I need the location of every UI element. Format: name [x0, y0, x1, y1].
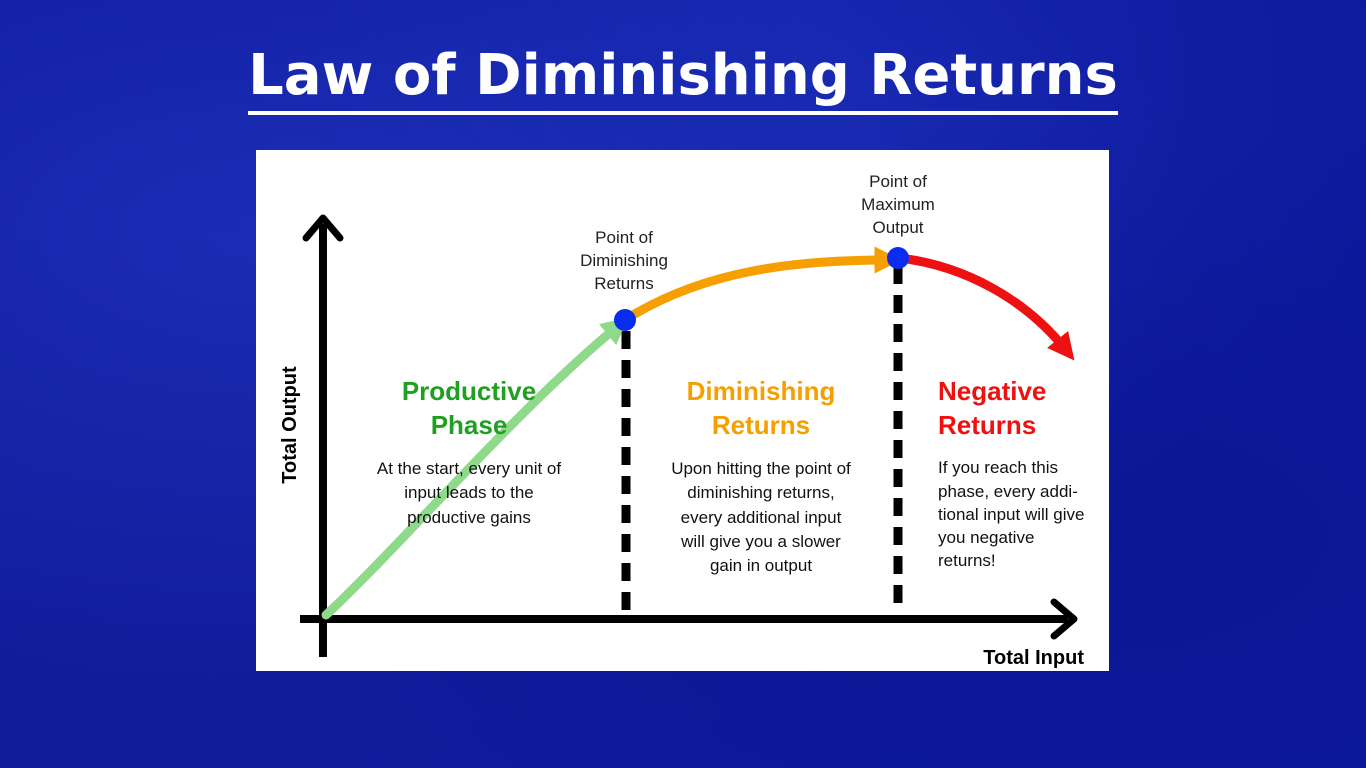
svg-text:If you reach this: If you reach this	[938, 458, 1058, 477]
x-axis	[300, 598, 1078, 640]
y-axis-label: Total Output	[279, 366, 301, 484]
productive-phase-description: At the start, every unit of input leads …	[377, 459, 562, 527]
slide-title: Law of Diminishing Returns	[0, 38, 1366, 115]
productive-phase-heading: Productive	[402, 376, 536, 406]
negative-phase-description: If you reach this phase, every addi- tio…	[938, 458, 1084, 570]
svg-text:Output: Output	[872, 218, 923, 237]
diagram-panel: Total Output Total Input Point of Dimini…	[256, 150, 1109, 671]
diminishing-returns-diagram: Total Output Total Input Point of Dimini…	[279, 172, 1084, 669]
x-axis-arrow-icon	[1050, 598, 1078, 640]
svg-text:diminishing returns,: diminishing returns,	[687, 483, 834, 502]
negative-returns-curve	[895, 253, 1075, 361]
svg-text:Returns: Returns	[594, 274, 654, 293]
svg-text:phase, every addi-: phase, every addi-	[938, 482, 1078, 501]
productive-phase: Productive Phase At the start, every uni…	[377, 376, 562, 527]
diminishing-point-label: Point of Diminishing Returns	[580, 228, 668, 293]
x-axis-label: Total Input	[983, 647, 1084, 669]
svg-text:Point of: Point of	[595, 228, 653, 247]
y-axis	[302, 214, 344, 657]
diminishing-point-marker	[614, 309, 636, 331]
svg-text:Upon hitting the point of: Upon hitting the point of	[671, 459, 851, 478]
svg-text:Diminishing: Diminishing	[580, 251, 668, 270]
svg-text:At the start, every unit of: At the start, every unit of	[377, 459, 562, 478]
svg-text:will give you a slower: will give you a slower	[680, 532, 841, 551]
svg-text:Point of: Point of	[869, 172, 927, 191]
diminishing-phase-heading: Diminishing	[687, 376, 836, 406]
negative-phase-heading-line2: Returns	[938, 410, 1036, 440]
svg-text:you negative: you negative	[938, 528, 1034, 547]
svg-text:returns!: returns!	[938, 551, 996, 570]
maximum-point-label: Point of Maximum Output	[861, 172, 935, 237]
svg-text:every additional input: every additional input	[681, 508, 842, 527]
diminishing-phase-description: Upon hitting the point of diminishing re…	[671, 459, 851, 575]
svg-text:Maximum: Maximum	[861, 195, 935, 214]
negative-phase: Negative Returns If you reach this phase…	[938, 376, 1084, 570]
svg-text:input leads to the: input leads to the	[404, 483, 533, 502]
svg-text:productive gains: productive gains	[407, 508, 531, 527]
diminishing-phase: Diminishing Returns Upon hitting the poi…	[671, 376, 851, 575]
negative-phase-heading: Negative	[938, 376, 1046, 406]
svg-text:gain in output: gain in output	[710, 556, 812, 575]
productive-phase-curve	[321, 317, 629, 620]
productive-phase-heading-line2: Phase	[431, 410, 508, 440]
diminishing-returns-curve	[623, 246, 902, 323]
maximum-point-marker	[887, 247, 909, 269]
svg-text:tional input will give: tional input will give	[938, 505, 1084, 524]
slide-title-text: Law of Diminishing Returns	[248, 41, 1118, 115]
diminishing-phase-heading-line2: Returns	[712, 410, 810, 440]
y-axis-arrow-icon	[302, 214, 344, 242]
